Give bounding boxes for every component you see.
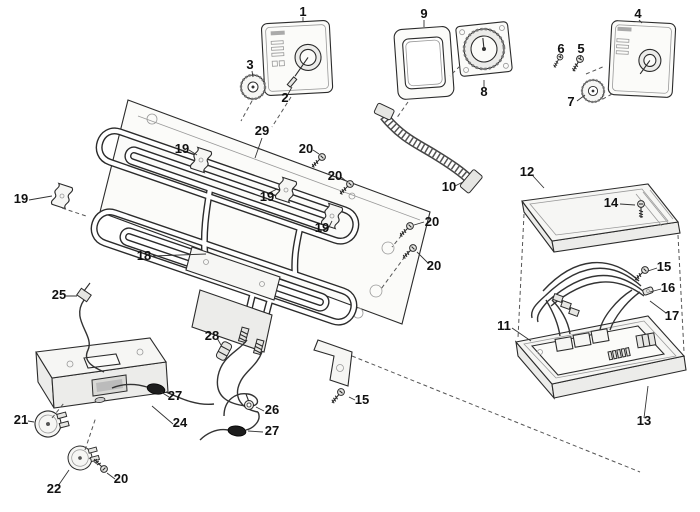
callout-1: 1 xyxy=(299,4,306,19)
part-circuit-board-11 xyxy=(530,325,666,376)
callout-13: 13 xyxy=(637,413,651,428)
callout-19: 19 xyxy=(175,141,189,156)
callout-19: 19 xyxy=(315,220,329,235)
callout-3: 3 xyxy=(246,57,253,72)
part-mounting-frame-9 xyxy=(393,26,455,100)
part-sensor-27 xyxy=(146,383,166,395)
part-element-brackets xyxy=(185,246,281,356)
callout-17: 17 xyxy=(665,308,679,323)
callout-28: 28 xyxy=(205,328,219,343)
part-sensor-wire-25 xyxy=(76,282,105,373)
part-selector-knob-8 xyxy=(455,21,513,77)
callout-11: 11 xyxy=(497,318,511,333)
screw-15-icon xyxy=(632,264,651,283)
callout-2: 2 xyxy=(281,90,288,105)
callout-20: 20 xyxy=(299,141,313,156)
part-corner-bracket xyxy=(313,339,353,387)
part-knob-7 xyxy=(580,78,606,104)
callout-labels: 1 2 3 9 8 4 6 5 7 29 20 20 19 19 19 19 2… xyxy=(14,4,679,496)
callout-29: 29 xyxy=(255,123,269,138)
element-terminal-stud xyxy=(252,338,265,356)
callout-16: 16 xyxy=(661,280,675,295)
callout-8: 8 xyxy=(480,84,487,99)
callout-4: 4 xyxy=(634,6,642,21)
callout-7: 7 xyxy=(567,94,574,109)
callout-12: 12 xyxy=(520,164,534,179)
screw-20-icon xyxy=(91,456,110,475)
callout-20: 20 xyxy=(328,168,342,183)
element-terminal-stud xyxy=(237,326,250,344)
callout-22: 22 xyxy=(47,481,61,496)
callout-19: 19 xyxy=(14,191,28,206)
callout-leader-lines xyxy=(27,17,667,487)
part-cover-12 xyxy=(520,183,681,253)
part-control-panel-4 xyxy=(607,20,677,98)
part-wiring-harness-17 xyxy=(530,261,654,323)
callout-20: 20 xyxy=(425,214,439,229)
callout-24: 24 xyxy=(173,415,188,430)
callout-19: 19 xyxy=(260,189,274,204)
callout-14: 14 xyxy=(604,195,619,210)
assembly-alignment-lines xyxy=(51,65,685,473)
screw-15-icon xyxy=(328,386,347,406)
callout-27: 27 xyxy=(265,423,279,438)
clip-19-icon xyxy=(50,182,74,210)
callout-21: 21 xyxy=(14,412,28,427)
part-base-box-13 xyxy=(514,289,687,400)
part-thermostat-21 xyxy=(31,405,72,441)
callout-15: 15 xyxy=(355,392,369,407)
callout-5: 5 xyxy=(577,41,584,56)
callout-26: 26 xyxy=(265,402,279,417)
part-clamp-16 xyxy=(642,286,654,296)
part-sensor-27 xyxy=(227,425,247,437)
part-thermostat-22 xyxy=(64,441,102,474)
part-ring-terminal-26 xyxy=(244,393,254,410)
part-control-panel-1 xyxy=(260,20,334,96)
callout-20: 20 xyxy=(427,258,441,273)
part-cables-26-27-28 xyxy=(111,339,263,441)
part-housing-24 xyxy=(35,337,169,409)
callout-9: 9 xyxy=(420,6,427,21)
screw-5-icon xyxy=(569,53,586,74)
part-plug-28 xyxy=(215,341,233,361)
callout-20: 20 xyxy=(114,471,128,486)
part-spindle-2 xyxy=(286,76,298,88)
part-knob-3 xyxy=(239,73,267,101)
callout-6: 6 xyxy=(557,41,564,56)
callout-10: 10 xyxy=(442,179,456,194)
callout-15: 15 xyxy=(657,259,671,274)
callout-25: 25 xyxy=(52,287,66,302)
part-ribbon-cable-10 xyxy=(373,102,483,194)
callout-27: 27 xyxy=(168,388,182,403)
callout-18: 18 xyxy=(137,248,151,263)
